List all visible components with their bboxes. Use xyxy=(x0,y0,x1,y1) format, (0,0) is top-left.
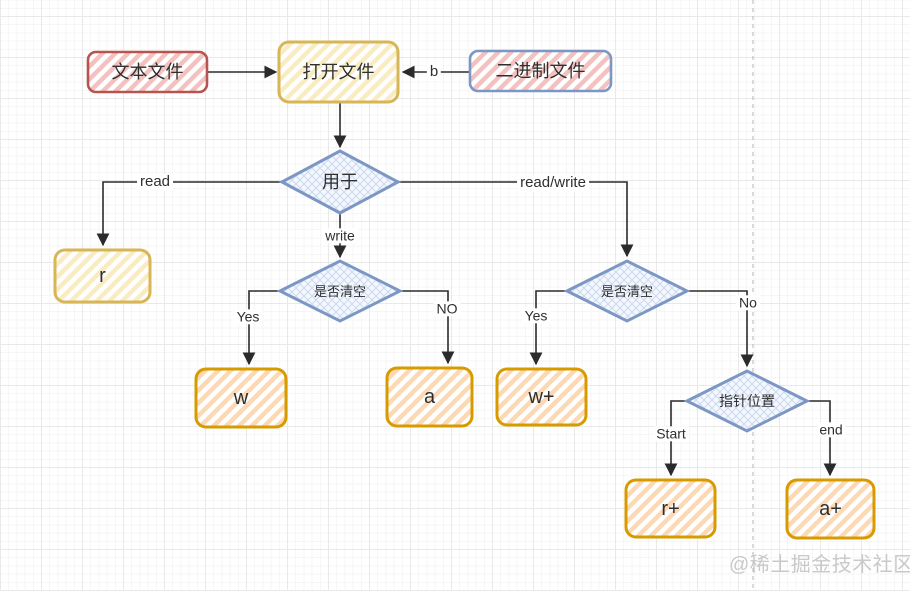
edge-label-yes2: Yes xyxy=(521,307,551,324)
edge-pointer-end-to-aplus xyxy=(807,400,837,477)
edge-label-no1: NO xyxy=(433,300,461,317)
edge-label-start: Start xyxy=(653,425,689,442)
edge-purpose-readwrite-to-clear2 xyxy=(398,181,634,258)
edge-label-write: write xyxy=(322,227,358,244)
edge-clear2-yes-to-wplus xyxy=(529,290,567,366)
node-purpose-diamond xyxy=(278,149,402,215)
node-binary-file-shape xyxy=(468,49,613,93)
edge-label-b: b xyxy=(426,63,442,81)
edge-label-end: end xyxy=(816,421,846,438)
edge-label-no2: No xyxy=(736,294,760,311)
node-r-shape xyxy=(53,248,152,304)
node-a-plus-shape xyxy=(785,478,876,540)
juejin-watermark: @稀土掘金技术社区 xyxy=(729,554,910,576)
node-r-plus-shape xyxy=(624,478,717,539)
node-w-plus-shape xyxy=(495,367,588,427)
node-pointer-diamond xyxy=(683,369,811,433)
node-a-shape xyxy=(385,366,474,428)
edge-label-read-write: read/write xyxy=(517,174,589,192)
node-text-file-shape xyxy=(86,50,209,94)
edge-label-yes1: Yes xyxy=(233,308,263,325)
edge-clear2-no-to-pointer xyxy=(687,290,754,368)
node-w-shape xyxy=(194,367,288,429)
node-open-file-shape xyxy=(277,40,400,104)
edge-purpose-read-to-r xyxy=(96,181,282,247)
edge-clear1-yes-to-w xyxy=(242,290,280,366)
edge-label-read: read xyxy=(136,173,174,191)
edge-pointer-start-to-rplus xyxy=(664,400,687,477)
edge-clear1-no-to-a xyxy=(400,290,455,365)
node-clear1-diamond xyxy=(276,259,404,323)
node-clear2-diamond xyxy=(563,259,691,323)
